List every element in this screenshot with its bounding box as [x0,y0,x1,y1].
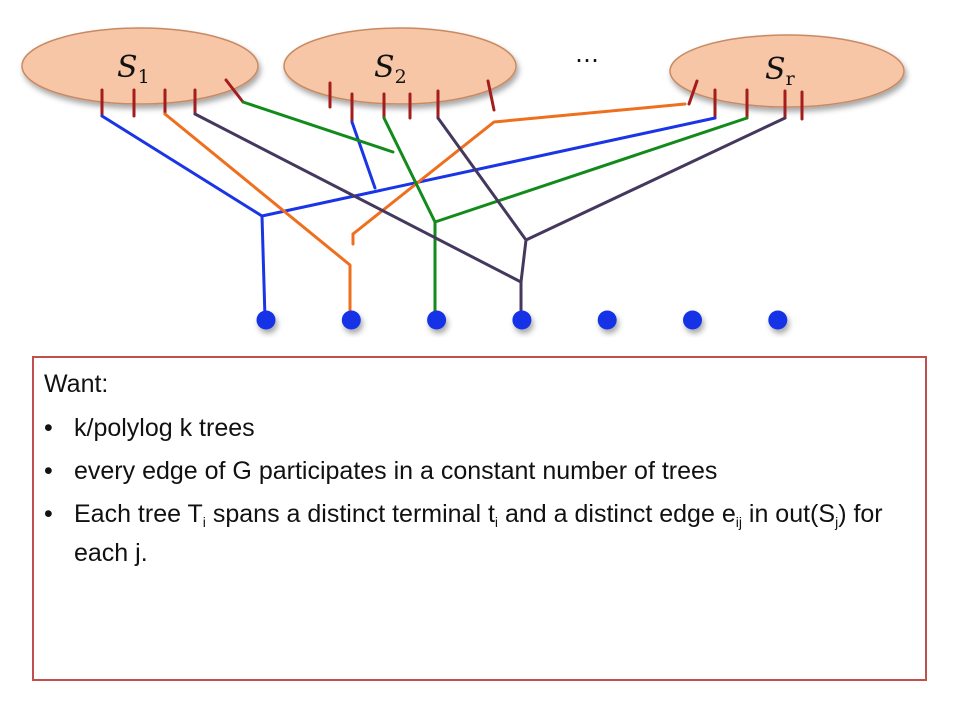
bullet-icon: • [44,457,53,485]
box-title: Want: [44,370,109,398]
terminal-node [256,310,276,330]
tree-edge-orange [351,102,687,236]
set-s1-label: S1 [117,50,150,88]
set-s2-label: S2 [374,50,407,88]
terminal-node [512,310,532,330]
tree-edge-green [241,100,395,154]
terminal-node [341,310,361,330]
terminal-node [768,310,788,330]
terminal-node [683,310,702,330]
tree-edge-blue [260,116,717,218]
tree-edge-purple [519,116,787,284]
list-item-text: every edge of G participates in a consta… [74,457,718,485]
tree-edge-purple [436,116,528,242]
terminal-node [427,310,447,330]
stub-edges [100,78,804,124]
set-sr-ellipse [669,34,905,108]
requirements-box: Want: • k/polylog k trees • every edge o… [32,356,927,681]
bullet-icon: • [44,414,53,442]
stub-edge [486,79,496,112]
requirements-list: • k/polylog k trees • every edge of G pa… [44,413,904,581]
set-s2-ellipse [283,27,517,105]
set-sr-label: Sr [765,52,796,90]
list-item-text: Each tree Ti spans a distinct terminal t… [74,500,883,567]
tree-edge-blue [100,114,267,320]
tree-diagram: S1 S2 Sr ⋯ [21,27,905,330]
list-item: • Each tree Ti spans a distinct terminal… [44,499,904,569]
set-s1-ellipse [21,27,259,105]
ellipsis-dots: ⋯ [575,46,602,74]
stub-edge [687,79,699,106]
tree-edge-blue [350,120,377,190]
tree-edge-green [382,116,437,320]
list-item-text: k/polylog k trees [74,414,255,442]
list-item: • every edge of G participates in a cons… [44,456,904,487]
terminal-node [597,310,617,330]
bullet-icon: • [44,500,53,528]
stub-edge [224,78,245,104]
terminals [256,310,788,330]
tree-edge-purple [193,112,523,320]
tree-edge-green [433,116,749,224]
tree-edge-orange [163,112,352,320]
list-item: • k/polylog k trees [44,413,904,444]
